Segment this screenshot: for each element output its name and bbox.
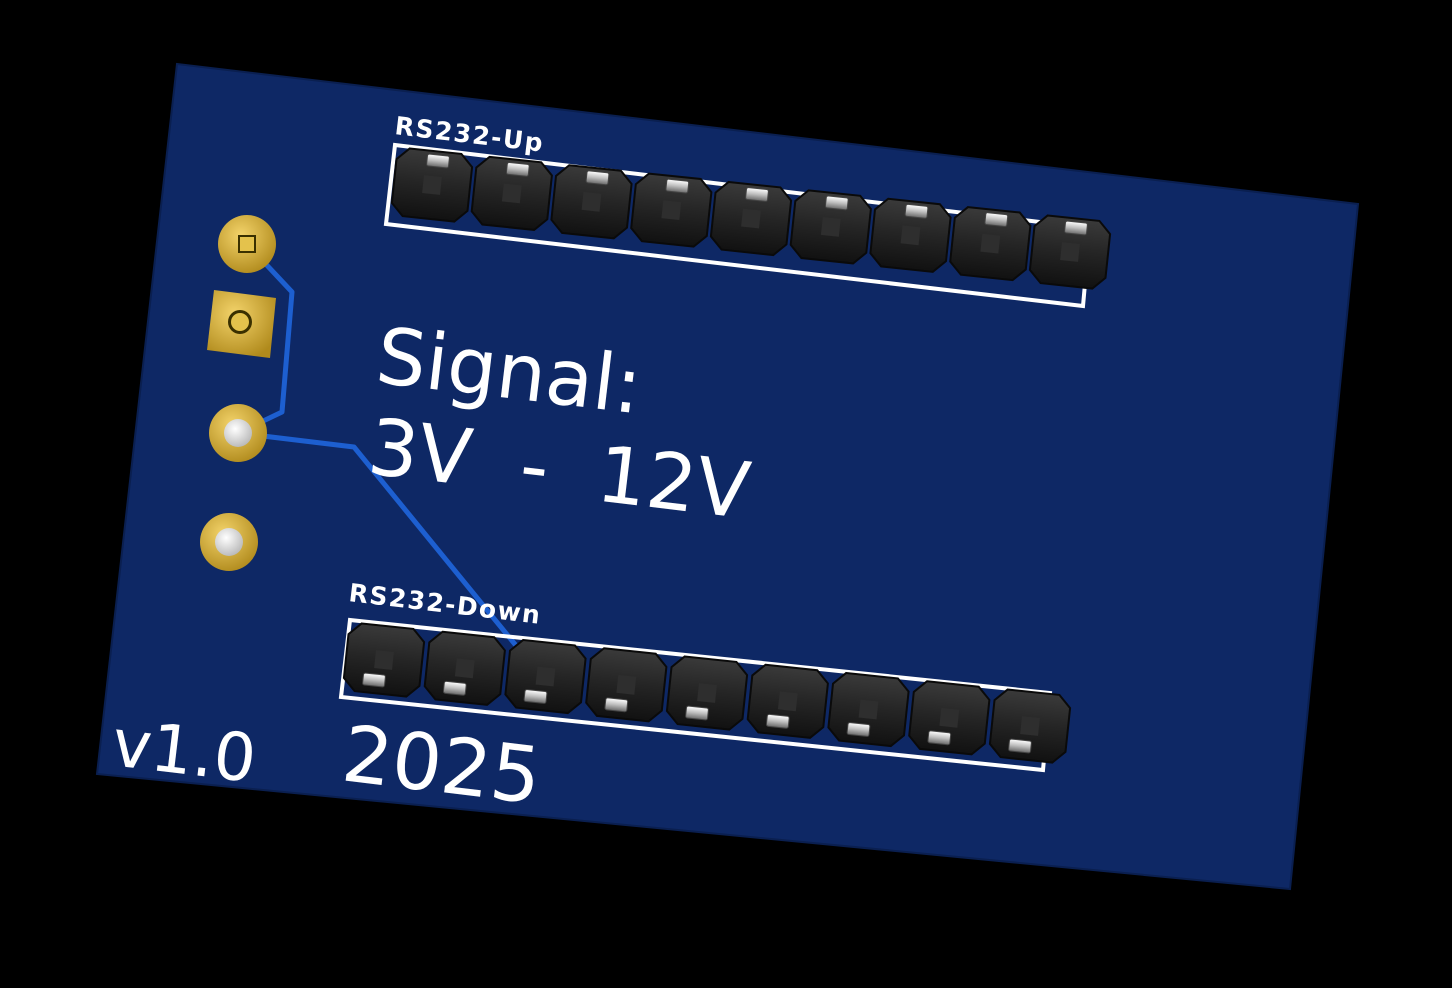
header-up-pin-tip-5 bbox=[745, 187, 769, 202]
header-down-post-2 bbox=[454, 658, 475, 679]
header-down-pin-tip-4 bbox=[604, 697, 629, 713]
pad-3-round bbox=[209, 404, 267, 462]
header-down-post-3 bbox=[535, 666, 556, 687]
header-up-post-7 bbox=[900, 225, 921, 246]
header-down-pin-tip-9 bbox=[1008, 738, 1032, 754]
header-up-post-3 bbox=[581, 191, 602, 212]
pad-4-round bbox=[200, 513, 258, 571]
header-down-pin-tip-1 bbox=[362, 672, 386, 688]
header-up-post-5 bbox=[741, 208, 761, 229]
header-up-pin-tip-9 bbox=[1064, 220, 1088, 236]
header-down-post-7 bbox=[858, 699, 879, 720]
header-down-post-4 bbox=[616, 674, 637, 695]
header-up-post-1 bbox=[422, 175, 442, 195]
header-up-pin-tip-6 bbox=[824, 195, 849, 211]
pads bbox=[200, 215, 276, 571]
header-up-post-2 bbox=[501, 183, 522, 204]
header-down-pin-tip-3 bbox=[523, 689, 548, 704]
header-down-post-6 bbox=[777, 691, 798, 712]
header-down-pin-tip-6 bbox=[765, 713, 790, 729]
header-up-pin-tip-2 bbox=[505, 161, 530, 177]
pin-header-rs232-down bbox=[342, 622, 1072, 764]
header-down-post-9 bbox=[1020, 716, 1040, 736]
pin-header-rs232-up bbox=[390, 147, 1112, 290]
label-version: v1.0 bbox=[108, 704, 260, 798]
header-up-pin-tip-8 bbox=[984, 212, 1009, 228]
header-up-post-4 bbox=[661, 200, 682, 220]
header-up-pin-tip-3 bbox=[585, 170, 610, 186]
pad-1-square bbox=[218, 215, 276, 273]
header-up-post-9 bbox=[1060, 242, 1080, 262]
header-up-post-8 bbox=[980, 233, 1001, 254]
header-up-pin-tip-7 bbox=[904, 203, 929, 219]
trace-pad3-to-header bbox=[235, 430, 521, 651]
header-up-pin-tip-4 bbox=[665, 178, 690, 194]
header-down-post-5 bbox=[697, 683, 717, 703]
header-down-pin-tip-2 bbox=[442, 680, 467, 696]
header-down-post-1 bbox=[374, 650, 394, 670]
header-down-pin-tip-8 bbox=[927, 730, 952, 746]
header-up-post-6 bbox=[820, 217, 841, 237]
header-down-pin-tip-7 bbox=[846, 722, 871, 737]
pad-2-square bbox=[207, 290, 276, 358]
header-down-pin-tip-5 bbox=[685, 705, 709, 721]
header-up-pin-tip-1 bbox=[426, 153, 450, 169]
header-down-post-8 bbox=[939, 707, 960, 728]
